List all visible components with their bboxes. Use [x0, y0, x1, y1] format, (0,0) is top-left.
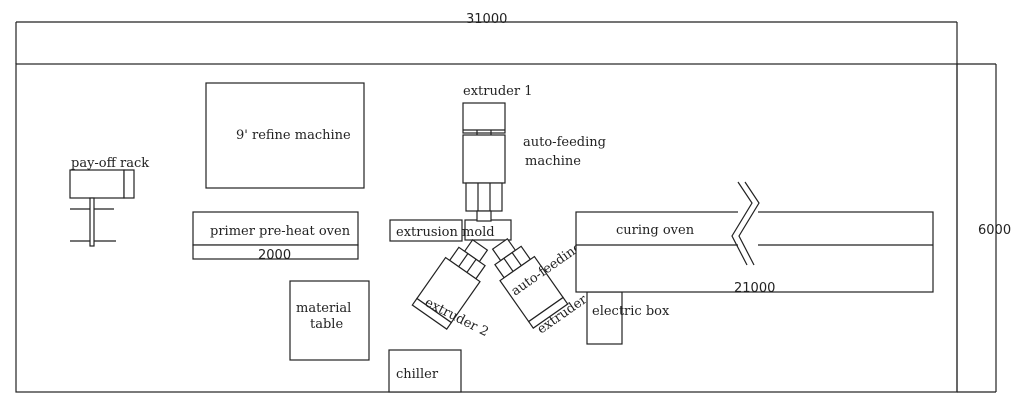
primer-preheat-oven [192, 211, 359, 246]
floor-outline [15, 63, 958, 393]
refine-machine-label: 9' refine machine [236, 128, 351, 143]
electric-box-label: electric box [592, 304, 670, 319]
total-length-label: 31000 [466, 12, 507, 27]
auto-feeding-machine-label-line1: auto-feeding [523, 135, 606, 150]
extrusion-mold-label: extrusion mold [396, 225, 495, 240]
pay-off-rack-label: pay-off rack [71, 156, 149, 171]
extrusion-mold [389, 219, 463, 242]
extruder-3 [491, 238, 569, 329]
chiller-label: chiller [396, 367, 439, 382]
auto-feeding-machine-label-line2: machine [525, 154, 581, 169]
primer-oven-length-label: 2000 [258, 248, 291, 263]
primer-preheat-oven-label: primer pre-heat oven [210, 224, 351, 239]
refine-machine [205, 82, 365, 189]
material-table-label-line2: table [310, 317, 343, 332]
extruder-2 [411, 239, 489, 330]
extruder-1-label: extruder 1 [463, 84, 532, 99]
material-table-label-line1: material [296, 301, 351, 316]
chiller [388, 349, 462, 393]
material-table [289, 280, 370, 361]
extruder-1 [462, 102, 506, 222]
pay-off-rack [69, 169, 135, 247]
electric-box [586, 291, 623, 345]
curing-oven-break-symbol [731, 181, 760, 266]
curing-oven-length-label: 21000 [734, 281, 775, 296]
total-width-label: 6000 [978, 223, 1011, 238]
curing-oven-label: curing oven [616, 223, 695, 238]
primer-oven-base [192, 244, 359, 260]
